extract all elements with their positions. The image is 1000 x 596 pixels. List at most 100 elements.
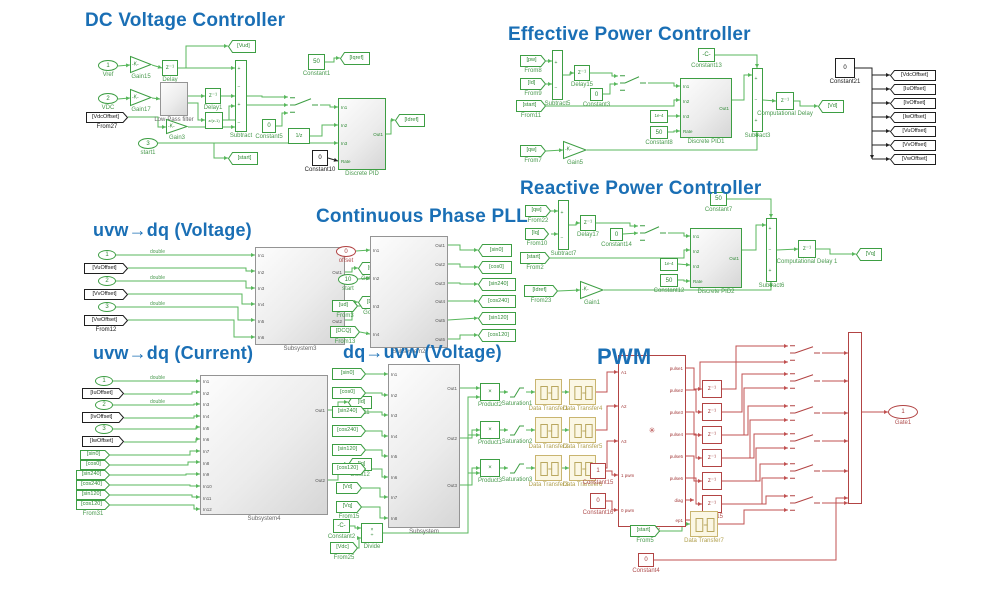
oval-vref[interactable]: 1 — [98, 60, 118, 71]
sum-subtract5[interactable]: +− — [552, 50, 563, 100]
dt-data-transfer3[interactable] — [535, 455, 562, 481]
oval-gate1[interactable]: 1 — [888, 405, 918, 419]
tagfrom-cos0[interactable]: [cos0] — [80, 460, 111, 470]
dc-voltage-controller-wire[interactable] — [327, 157, 339, 162]
switch-5[interactable] — [638, 220, 668, 246]
dc-voltage-controller-wire[interactable] — [117, 96, 131, 101]
oval-2[interactable]: 2 — [95, 400, 113, 410]
tagfrom-from27[interactable]: [VdcOffset] — [86, 112, 129, 123]
pwm-wire[interactable] — [722, 494, 788, 505]
effective-power-controller-wire[interactable] — [546, 98, 680, 107]
rect-z[interactable]: z⁻¹ — [702, 472, 722, 490]
rect-constant2[interactable]: -C- — [333, 519, 350, 533]
effective-power-controller-wire[interactable] — [545, 148, 564, 153]
tagfrom-from3[interactable]: [ud] — [332, 300, 359, 312]
rect-constant13[interactable]: -C- — [698, 48, 715, 62]
tagto-iuoffset[interactable]: [IuOffset] — [889, 84, 936, 95]
uvw-dq-voltage-wire[interactable] — [128, 267, 255, 273]
pwm-wire[interactable] — [686, 477, 702, 506]
pwm-wire[interactable] — [722, 404, 788, 436]
tagfrom-from5[interactable]: [start] — [630, 525, 661, 537]
tagfrom-sin0[interactable]: [sin0] — [80, 450, 111, 460]
oval-3[interactable]: 3 — [98, 302, 116, 312]
tagfrom-from2[interactable]: [start] — [520, 252, 551, 264]
tagto-vq[interactable]: [Vq] — [855, 248, 882, 261]
reactive-power-controller-wire[interactable] — [668, 232, 690, 238]
reactive-power-controller-wire[interactable] — [550, 248, 690, 259]
tagto-idref[interactable]: [Idref] — [394, 114, 425, 127]
dq-uvw-voltage-wire[interactable] — [383, 395, 480, 534]
continuous-phase-pll-wire[interactable] — [448, 333, 478, 340]
rect-z[interactable]: z⁻¹ — [702, 449, 722, 467]
tagto-iqref[interactable]: [Iqref] — [339, 52, 370, 65]
reactive-power-controller-wire[interactable] — [622, 231, 639, 236]
continuous-phase-pll-wire[interactable] — [448, 282, 478, 286]
tagfrom-from9[interactable]: [Id] — [520, 78, 547, 90]
pwm-wire[interactable] — [660, 522, 690, 532]
rect-1e-4[interactable]: 1e-4 — [660, 258, 678, 271]
tagto-ivoffset[interactable]: [IvOffset] — [889, 98, 936, 109]
tagto-vud[interactable]: [Vud] — [227, 40, 256, 53]
tagfrom-from10[interactable]: [Iq] — [525, 228, 550, 240]
switch-12[interactable] — [788, 428, 822, 454]
reactive-power-controller-wire[interactable] — [677, 262, 691, 267]
oval-1[interactable]: 1 — [95, 376, 113, 386]
dc-voltage-controller-wire[interactable] — [386, 118, 395, 135]
rect-z[interactable]: z⁻¹ — [702, 403, 722, 421]
effective-power-controller-wire[interactable] — [855, 67, 874, 159]
effective-power-controller-wire[interactable] — [590, 72, 618, 78]
rect-delay1[interactable]: z⁻¹ — [205, 88, 221, 104]
pwm-wire[interactable] — [749, 418, 788, 458]
reactive-power-controller-wire[interactable] — [816, 248, 856, 256]
reactive-power-controller-wire[interactable] — [727, 198, 773, 218]
pwm-wire[interactable] — [606, 470, 618, 477]
pwm-wire[interactable] — [755, 446, 788, 481]
tagfrom-iwoffset[interactable]: [IwOffset] — [82, 436, 125, 447]
rect-constant1[interactable]: 50 — [308, 54, 325, 70]
pwm-wire[interactable] — [686, 455, 702, 483]
rect-z[interactable]: z⁻¹ — [702, 426, 722, 444]
continuous-phase-pll-wire[interactable] — [359, 331, 371, 336]
dq-uvw-voltage-wire[interactable] — [366, 468, 388, 479]
dq-uvw-voltage-wire[interactable] — [366, 449, 388, 458]
sat-saturation3[interactable] — [508, 461, 526, 476]
rect-product2[interactable]: × — [480, 383, 500, 401]
rect-constant4[interactable]: 0 — [638, 553, 654, 567]
mux-15[interactable] — [848, 332, 862, 504]
uvw-dq-current-wire[interactable] — [124, 437, 200, 443]
reactive-power-controller-wire[interactable] — [678, 279, 690, 283]
dc-voltage-controller-wire[interactable] — [185, 44, 228, 68]
dc-voltage-controller-wire[interactable] — [223, 104, 235, 121]
rect-1-z[interactable]: 1/z — [288, 128, 310, 144]
dq-uvw-voltage-wire[interactable] — [366, 430, 388, 438]
reactive-power-controller-wire[interactable] — [604, 282, 773, 291]
dq-uvw-voltage-wire[interactable] — [366, 411, 388, 417]
tagfrom-from12[interactable]: [VwOffset] — [84, 315, 129, 326]
dq-uvw-voltage-wire[interactable] — [460, 466, 480, 486]
pwm-wire[interactable] — [699, 360, 788, 390]
sat-saturation2[interactable] — [508, 423, 526, 438]
effective-power-controller-wire[interactable] — [668, 129, 680, 133]
pwm-wire[interactable] — [654, 496, 848, 561]
gain-gain17[interactable]: -K- — [130, 88, 153, 107]
sum-subtract3[interactable]: +−+ — [752, 68, 763, 132]
tagto-cos120[interactable]: [cos120] — [477, 329, 516, 342]
rect-z-z-1[interactable]: z/(z-1) — [205, 112, 223, 129]
tagfrom-cos0[interactable]: [cos0] — [332, 387, 367, 399]
rect-constant16[interactable]: 0 — [590, 493, 606, 509]
pwm-wire[interactable] — [718, 508, 788, 525]
sum-subtract7[interactable]: +− — [558, 200, 569, 250]
pwm-wire[interactable] — [722, 432, 788, 459]
tagto-iwoffset[interactable]: [IwOffset] — [889, 112, 936, 123]
uvw-dq-current-wire[interactable] — [110, 472, 200, 476]
tagfrom-cos240[interactable]: [cos240] — [76, 480, 111, 490]
dc-voltage-controller-wire[interactable] — [188, 102, 205, 122]
rect-computational-delay-1[interactable]: z⁻¹ — [798, 240, 816, 258]
continuous-phase-pll-wire[interactable] — [357, 276, 371, 281]
rect-constant5[interactable]: 0 — [262, 119, 276, 133]
dc-voltage-controller-wire[interactable] — [213, 143, 228, 160]
tagfrom-from31[interactable]: [cos120] — [76, 500, 111, 510]
dt-data-transfer1[interactable] — [535, 379, 562, 405]
uvw-dq-current-wire[interactable] — [113, 402, 200, 406]
oval-start[interactable]: 10 — [338, 274, 358, 285]
